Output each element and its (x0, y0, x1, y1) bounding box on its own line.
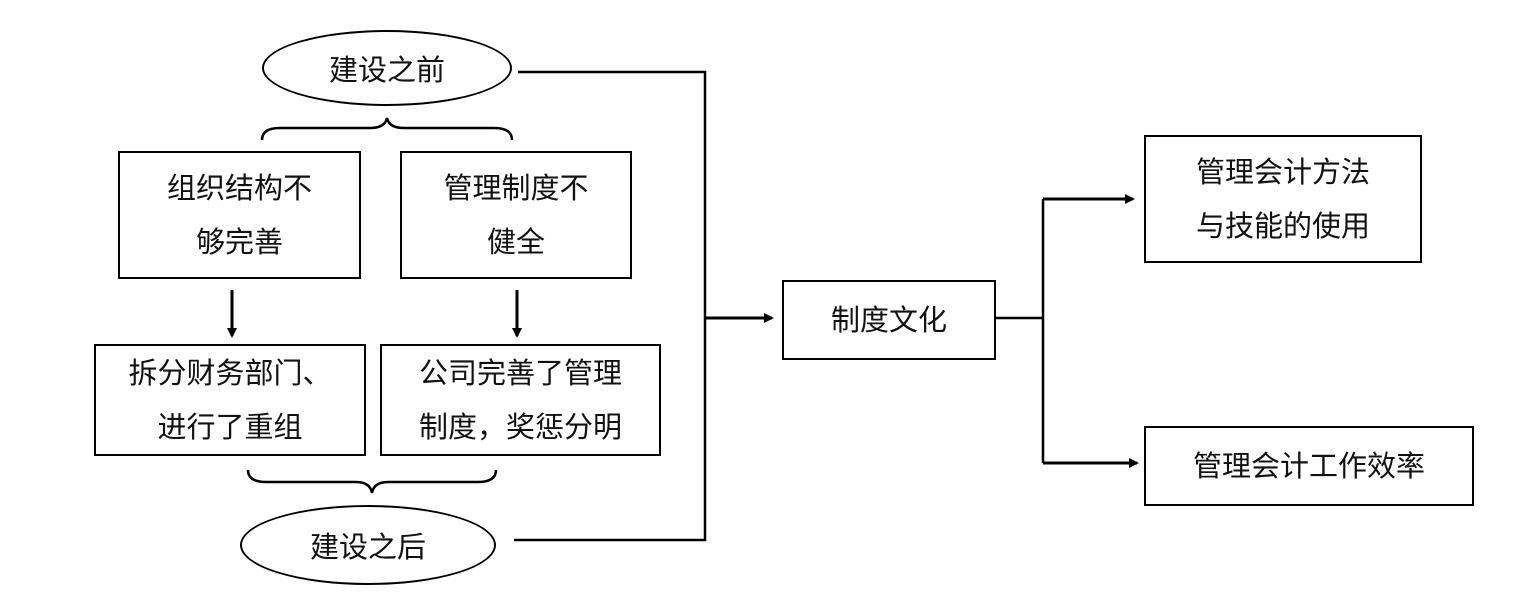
before-oval: 建设之前 (262, 30, 512, 106)
bottom-brace (246, 469, 498, 494)
action-split-line1: 拆分财务部门、 (128, 356, 332, 390)
outcome-methods-line2: 与技能的使用 (1195, 209, 1370, 243)
top-brace (260, 117, 514, 141)
center-box: 制度文化 (782, 280, 996, 360)
problem-mgmt-line2: 健全 (486, 225, 545, 259)
connector-before (514, 70, 707, 542)
outcome-methods-line1: 管理会计方法 (1195, 155, 1370, 189)
problem-mgmt-line1: 管理制度不 (443, 171, 589, 205)
outcome-methods-box: 管理会计方法 与技能的使用 (1144, 135, 1422, 263)
center-label: 制度文化 (830, 303, 947, 337)
before-label: 建设之前 (328, 53, 445, 87)
problem-org-line1: 组织结构不 (166, 171, 312, 205)
action-split-line2: 进行了重组 (157, 410, 303, 444)
problem-org-box: 组织结构不 够完善 (118, 151, 361, 279)
outcome-efficiency-label: 管理会计工作效率 (1192, 449, 1425, 483)
action-improve-box: 公司完善了管理 制度，奖惩分明 (380, 344, 661, 456)
outcome-efficiency-box: 管理会计工作效率 (1144, 426, 1474, 506)
after-label: 建设之后 (309, 530, 426, 564)
action-improve-line2: 制度，奖惩分明 (418, 410, 622, 444)
after-oval: 建设之后 (240, 505, 496, 585)
action-improve-line1: 公司完善了管理 (418, 356, 622, 390)
action-split-box: 拆分财务部门、 进行了重组 (94, 344, 366, 456)
problem-mgmt-box: 管理制度不 健全 (400, 151, 632, 279)
problem-org-line2: 够完善 (195, 225, 283, 259)
